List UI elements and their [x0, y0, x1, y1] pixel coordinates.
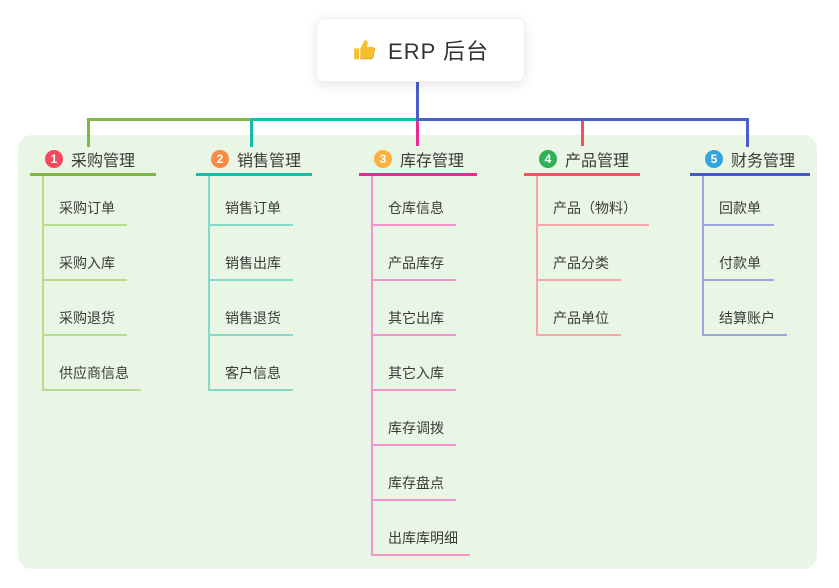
child-label: 产品（物料） — [553, 200, 637, 216]
child-node[interactable]: 其它入库 — [373, 336, 456, 391]
child-node[interactable]: 回款单 — [704, 176, 774, 226]
child-label: 销售出库 — [225, 255, 281, 271]
branch-number-badge: 4 — [539, 149, 557, 168]
child-label: 产品库存 — [388, 255, 444, 271]
child-node[interactable]: 付款单 — [704, 226, 774, 281]
branch-header[interactable]: 3 库存管理 — [359, 147, 477, 176]
branches-panel — [18, 135, 817, 569]
child-label: 采购退货 — [59, 310, 115, 326]
connector-trunk-purchase — [87, 118, 252, 121]
child-node[interactable]: 销售出库 — [210, 226, 293, 281]
child-label: 供应商信息 — [59, 365, 129, 381]
child-label: 仓库信息 — [388, 200, 444, 216]
child-node[interactable]: 产品库存 — [373, 226, 456, 281]
branch-children: 销售订单 销售出库 销售退货 客户信息 — [208, 176, 312, 391]
branch-sales: 2 销售管理 销售订单 销售出库 销售退货 客户信息 — [196, 147, 312, 391]
branch-number-badge: 2 — [211, 149, 229, 168]
child-node[interactable]: 采购入库 — [44, 226, 127, 281]
connector-drop-sales — [250, 118, 253, 147]
connector-trunk-finance — [416, 118, 749, 121]
child-label: 其它出库 — [388, 310, 444, 326]
child-node[interactable]: 采购退货 — [44, 281, 127, 336]
branch-inventory: 3 库存管理 仓库信息 产品库存 其它出库 其它入库 库存调拨 库存盘点 出库库… — [359, 147, 477, 556]
child-label: 采购订单 — [59, 200, 115, 216]
child-node[interactable]: 结算账户 — [704, 281, 787, 336]
child-label: 客户信息 — [225, 365, 281, 381]
connector-drop-product — [581, 121, 584, 146]
child-label: 出库库明细 — [388, 530, 458, 546]
branch-product: 4 产品管理 产品（物料） 产品分类 产品单位 — [524, 147, 649, 336]
connector-trunk-sales — [250, 118, 418, 121]
branch-purchase: 1 采购管理 采购订单 采购入库 采购退货 供应商信息 — [30, 147, 156, 391]
connector-drop-finance — [746, 118, 749, 147]
branch-title: 采购管理 — [71, 152, 136, 170]
connector-root-vertical — [416, 80, 419, 121]
child-label: 销售订单 — [225, 200, 281, 216]
branch-children: 仓库信息 产品库存 其它出库 其它入库 库存调拨 库存盘点 出库库明细 — [371, 176, 477, 556]
connector-drop-purchase — [87, 118, 90, 147]
child-label: 产品单位 — [553, 310, 609, 326]
child-label: 其它入库 — [388, 365, 444, 381]
child-node[interactable]: 产品分类 — [538, 226, 621, 281]
branch-title: 销售管理 — [237, 152, 302, 170]
branch-number-badge: 5 — [705, 149, 723, 168]
branch-number-badge: 1 — [45, 149, 63, 168]
connector-drop-inventory — [416, 121, 419, 146]
child-label: 产品分类 — [553, 255, 609, 271]
branch-title: 产品管理 — [565, 152, 630, 170]
branch-children: 回款单 付款单 结算账户 — [702, 176, 810, 336]
branch-children: 产品（物料） 产品分类 产品单位 — [536, 176, 649, 336]
child-node[interactable]: 库存盘点 — [373, 446, 456, 501]
child-node[interactable]: 供应商信息 — [44, 336, 141, 391]
branch-title: 财务管理 — [731, 152, 796, 170]
branch-children: 采购订单 采购入库 采购退货 供应商信息 — [42, 176, 156, 391]
child-node[interactable]: 出库库明细 — [373, 501, 470, 556]
thumbs-up-icon — [352, 37, 378, 63]
child-label: 库存调拨 — [388, 420, 444, 436]
root-node[interactable]: ERP 后台 — [316, 18, 525, 82]
child-node[interactable]: 产品（物料） — [538, 176, 649, 226]
branch-title: 库存管理 — [400, 152, 465, 170]
branch-header[interactable]: 5 财务管理 — [690, 147, 810, 176]
child-node[interactable]: 库存调拨 — [373, 391, 456, 446]
child-node[interactable]: 产品单位 — [538, 281, 621, 336]
branch-finance: 5 财务管理 回款单 付款单 结算账户 — [690, 147, 810, 336]
child-label: 库存盘点 — [388, 475, 444, 491]
child-node[interactable]: 仓库信息 — [373, 176, 456, 226]
child-label: 付款单 — [719, 255, 761, 271]
child-label: 回款单 — [719, 200, 761, 216]
branch-header[interactable]: 2 销售管理 — [196, 147, 312, 176]
child-node[interactable]: 其它出库 — [373, 281, 456, 336]
child-label: 销售退货 — [225, 310, 281, 326]
child-label: 结算账户 — [719, 310, 775, 326]
root-title: ERP 后台 — [388, 39, 489, 64]
child-node[interactable]: 销售订单 — [210, 176, 293, 226]
branch-number-badge: 3 — [374, 149, 392, 168]
child-node[interactable]: 客户信息 — [210, 336, 293, 391]
child-label: 采购入库 — [59, 255, 115, 271]
branch-header[interactable]: 1 采购管理 — [30, 147, 156, 176]
child-node[interactable]: 采购订单 — [44, 176, 127, 226]
child-node[interactable]: 销售退货 — [210, 281, 293, 336]
branch-header[interactable]: 4 产品管理 — [524, 147, 640, 176]
